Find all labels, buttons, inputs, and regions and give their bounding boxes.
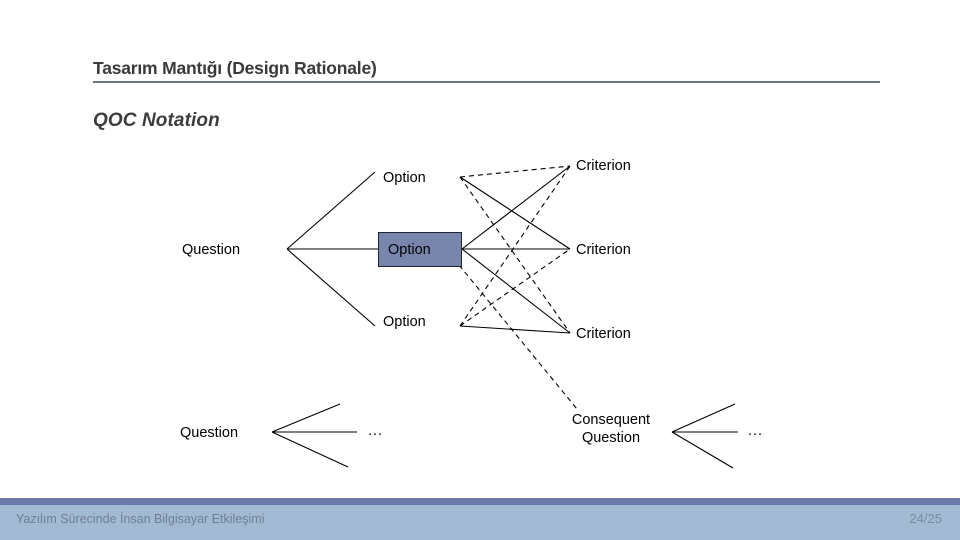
edge-consequent-branch-up <box>671 403 736 433</box>
node-option-bottom: Option <box>383 314 426 330</box>
edge-option-top-to-criterion-bottom-dashed <box>459 176 571 334</box>
edge-group-options-to-criteria-solid <box>459 165 571 334</box>
edge-group-consequent-question-fan <box>671 403 738 469</box>
node-criterion-top: Criterion <box>576 158 631 174</box>
node-option-middle-label: Option <box>388 241 431 258</box>
edge-group-option-to-consequent-question <box>458 264 578 410</box>
edge-group-bottom-left-question-fan <box>271 403 357 468</box>
edge-option-middle-to-criterion-bottom <box>461 248 571 334</box>
edge-group-question-to-options <box>286 171 378 327</box>
qoc-notation-diagram: Question Option Option Option Criterion … <box>180 158 764 469</box>
edge-option-middle-to-consequent-question <box>458 264 578 410</box>
edge-option-top-to-criterion-middle <box>459 176 571 250</box>
section-heading: QOC Notation <box>93 110 220 131</box>
footer-page-number: 24/25 <box>909 511 942 526</box>
node-option-top: Option <box>383 170 426 186</box>
page-title: Tasarım Mantığı (Design Rationale) <box>93 58 377 78</box>
node-question-bottom-left: Question <box>180 425 239 441</box>
title-divider <box>93 81 880 83</box>
node-criterion-middle: Criterion <box>576 242 631 258</box>
edge-option-bottom-to-criterion-bottom <box>459 325 571 334</box>
node-consequent-question: Consequent Question <box>552 411 670 447</box>
node-consequent-question-line2: Question <box>581 430 641 447</box>
edge-option-middle-to-criterion-top <box>461 165 571 250</box>
ellipsis-right: ... <box>748 423 764 439</box>
node-option-middle-box[interactable]: Option <box>378 232 462 267</box>
node-consequent-question-line1: Consequent <box>571 412 651 428</box>
edge-option-bottom-to-criterion-top-dashed <box>459 165 571 327</box>
footer-band <box>0 505 960 540</box>
edge-option-bottom-to-criterion-middle-dashed <box>459 248 571 327</box>
footer-course-title: Yazılım Sürecinde İnsan Bilgisayar Etkil… <box>16 512 265 526</box>
slide-footer: Yazılım Sürecinde İnsan Bilgisayar Etkil… <box>0 498 960 540</box>
edge-question-to-option-bottom <box>286 248 376 327</box>
footer-accent-stripe <box>0 498 960 505</box>
edge-consequent-branch-down <box>671 431 734 469</box>
edge-bottom-question-branch-down <box>271 431 349 468</box>
edge-option-top-to-criterion-top-dashed <box>459 165 571 178</box>
diagram-edges-svg <box>271 165 738 469</box>
edge-group-options-to-criteria-dashed <box>459 165 571 334</box>
node-criterion-bottom: Criterion <box>576 326 631 342</box>
ellipsis-left: ... <box>368 423 384 439</box>
edge-bottom-question-branch-up <box>271 403 341 433</box>
edge-question-to-option-top <box>286 171 376 250</box>
node-question-main: Question <box>182 242 241 258</box>
